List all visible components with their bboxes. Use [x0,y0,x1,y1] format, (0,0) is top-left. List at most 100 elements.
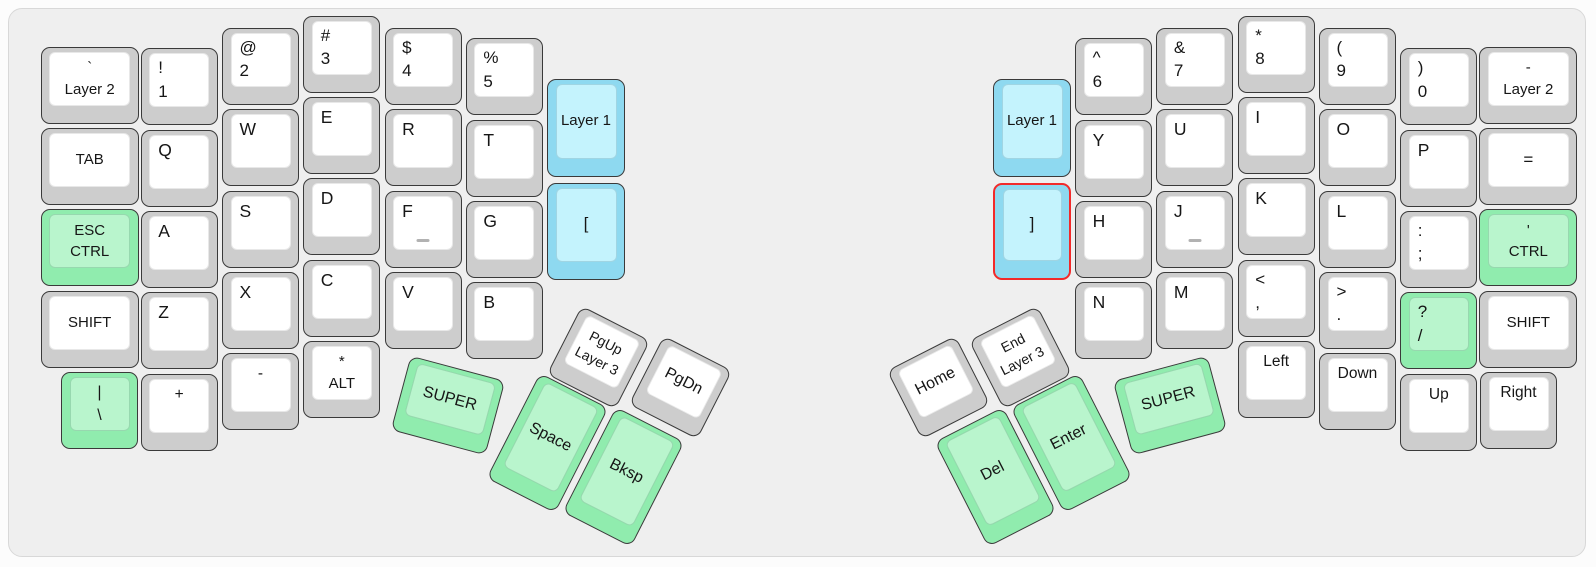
key-lbracket[interactable]: [ [547,182,625,281]
keycap-top: SHIFT [1487,295,1569,350]
key-k[interactable]: K [1237,178,1315,256]
key-o[interactable]: O [1319,109,1396,187]
key-j[interactable]: J [1156,190,1234,268]
key-x[interactable]: X [222,272,299,349]
key-plus[interactable]: + [140,373,218,451]
key-super-left[interactable]: SUPER [390,355,506,455]
key-quote-ctrl[interactable]: 'CTRL [1479,209,1578,287]
key-question-slash[interactable]: ?/ [1400,292,1478,370]
keycap-top: M [1164,277,1225,331]
key-star-alt[interactable]: *ALT [303,341,381,418]
key-down-arrow[interactable]: Down [1319,353,1396,431]
key-pipe-backslash[interactable]: |\ [61,372,138,449]
key-z[interactable]: Z [140,292,218,370]
key-t[interactable]: T [465,119,543,197]
key-percent-5[interactable]: %5 [465,38,543,116]
key-colon-semicolon[interactable]: :; [1400,211,1478,288]
keycap-top: (9 [1327,33,1388,87]
key-w[interactable]: W [222,109,299,187]
key-label: - [257,365,264,383]
key-star-8[interactable]: *8 [1237,15,1315,93]
key-f[interactable]: F [384,190,462,268]
key-label: ` [87,58,93,76]
key-y[interactable]: Y [1075,119,1153,197]
key-d[interactable]: D [303,178,381,256]
key-tab[interactable]: TAB [40,128,139,205]
key-label: @ [239,38,257,57]
key-label: % [483,48,499,68]
key-layer1-right[interactable]: Layer 1 [993,79,1071,177]
keycap-top: Layer 1 [1001,84,1063,159]
key-shift-right[interactable]: SHIFT [1479,290,1578,368]
keycap-top: D [311,183,372,238]
keycap-top: Down [1327,358,1388,413]
key-grave-layer2[interactable]: `Layer 2 [40,46,139,124]
key-left-arrow[interactable]: Left [1237,341,1315,418]
key-caret-6[interactable]: ^6 [1075,38,1153,116]
key-q[interactable]: Q [140,129,218,207]
key-g[interactable]: G [465,200,543,278]
key-equals[interactable]: = [1479,128,1578,205]
keycap-top: >. [1327,277,1388,331]
key-label: Down [1337,365,1378,383]
key-layer1-left[interactable]: Layer 1 [547,79,625,177]
key-n[interactable]: N [1075,282,1153,360]
key-label: Home [912,363,958,399]
key-at-2[interactable]: @2 [222,28,299,105]
key-label: $ [402,38,412,57]
keycap-top: PgDn [643,343,722,419]
key-label: F [402,200,413,221]
keycap-top: T [474,124,535,179]
key-label: < [1255,269,1266,289]
keycap-top: Home [896,343,975,419]
key-super-right[interactable]: SUPER [1112,355,1228,455]
keycap-top: Q [149,134,210,189]
key-s[interactable]: S [222,190,299,268]
keycap-top: SUPER [403,362,496,436]
keycap-top: X [230,277,291,331]
key-rbracket[interactable]: ] [993,182,1071,281]
key-b[interactable]: B [465,282,543,360]
key-p[interactable]: P [1400,129,1478,207]
key-gt-period[interactable]: >. [1319,272,1396,349]
keycap-top: *8 [1246,20,1307,75]
key-rparen-0[interactable]: )0 [1400,48,1478,126]
keycap-top: P [1408,134,1469,189]
key-u[interactable]: U [1156,109,1234,187]
key-shift-left[interactable]: SHIFT [40,290,139,368]
key-dollar-4[interactable]: $4 [384,28,462,105]
key-label: PgDn [661,364,705,398]
key-r[interactable]: R [384,109,462,187]
key-e[interactable]: E [303,97,381,175]
key-up-arrow[interactable]: Up [1400,373,1478,451]
key-i[interactable]: I [1237,97,1315,175]
key-m[interactable]: M [1156,272,1234,349]
key-label: [ [583,214,589,234]
key-lparen-9[interactable]: (9 [1319,28,1396,105]
keycap-top: @2 [230,33,291,87]
key-label: Bksp [606,455,646,487]
keycap-top: )0 [1408,53,1469,108]
key-lt-comma[interactable]: <, [1237,259,1315,337]
key-label: E [320,107,333,128]
key-minus-layer2[interactable]: -Layer 2 [1479,46,1578,124]
key-minus-left[interactable]: - [222,353,299,431]
key-label: 4 [402,61,412,81]
key-amp-7[interactable]: &7 [1156,28,1234,105]
keycap-top: G [474,205,535,260]
keycap-top: J [1164,195,1225,250]
keycap-top: [ [555,187,617,263]
key-l[interactable]: L [1319,190,1396,268]
key-a[interactable]: A [140,211,218,288]
key-hash-3[interactable]: #3 [303,15,381,93]
key-c[interactable]: C [303,259,381,337]
key-v[interactable]: V [384,272,462,349]
key-h[interactable]: H [1075,200,1153,278]
key-excl-1[interactable]: !1 [140,48,218,126]
key-label: U [1173,119,1187,140]
key-label: : [1417,221,1423,240]
key-right-arrow[interactable]: Right [1480,372,1557,449]
keycap-top: L [1327,195,1388,250]
key-label: 7 [1173,61,1184,81]
